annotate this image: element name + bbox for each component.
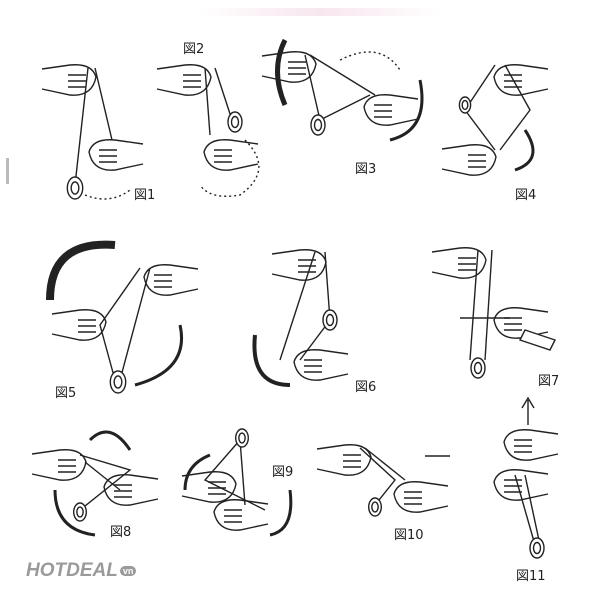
string-line [84,461,121,491]
motion-arrow [134,324,183,387]
hand-icon [271,249,327,281]
yoyo-icon [227,111,243,133]
motion-arrow [53,489,96,537]
motion-arrow [275,38,288,106]
yoyo-icon [458,96,472,114]
string-line [204,67,211,136]
yoyo-hub [532,541,542,555]
hand-icon [441,144,497,176]
string-line [279,251,316,361]
yoyo-icon [470,357,486,379]
motion-arrow [389,79,424,142]
string-line [469,249,479,361]
yoyo-hub [325,313,335,327]
hand-icon [493,64,549,96]
motion-arrow [46,240,116,301]
motion-arrow [88,430,132,451]
yoyo-hub [461,99,469,111]
yoyo-hub [70,181,80,195]
top-decoration [200,8,440,16]
path-trail [339,51,401,71]
yoyo-icon [109,370,127,394]
hand-icon [51,309,107,341]
hand-icon [143,264,199,296]
motion-arrow [183,453,211,491]
string-line [74,67,89,186]
yoyo-icon [322,309,338,331]
figure-label-6: 図6 [355,380,377,395]
hand-icon [363,94,419,126]
string-line [499,64,531,151]
figure-label-8: 図8 [110,525,132,540]
string-line [309,54,376,96]
string-line [319,94,371,121]
yoyo-icon [310,114,326,136]
string-line [364,447,406,481]
edge-mark [6,158,9,184]
figure-label-7: 図7 [538,374,560,389]
hand-icon [88,139,144,171]
hand-icon [293,349,349,381]
yoyo-icon [234,428,249,448]
path-trail [84,189,131,200]
yoyo-icon [368,497,383,517]
yoyo-hub [238,432,246,444]
yoyo-hub [230,115,240,129]
yoyo-hub [371,501,379,513]
figure-label-4: 図4 [515,188,537,203]
string-line [524,474,541,546]
figure-label-1: 図1 [134,188,156,203]
watermark-suffix: vn [119,565,137,576]
hand-icon [31,449,87,481]
yoyo-hub [473,361,483,375]
yoyo-hub [76,506,84,518]
hand-icon [503,429,559,461]
hand-icon [103,474,159,506]
yoyo-icon [66,176,84,200]
string-line [99,267,141,381]
string-line [239,439,246,506]
arrow-up-icon [521,396,535,425]
figure-label-10: 図10 [394,528,424,543]
figure-label-3: 図3 [355,162,377,177]
yoyo-hub [113,375,123,389]
figure-label-5: 図5 [55,386,77,401]
figure-label-2: 図2 [183,42,205,57]
yoyo-icon [72,502,87,522]
hand-icon [156,64,212,96]
hand-icon [493,307,549,339]
string-line [359,447,396,506]
figure-label-11: 図11 [516,569,546,584]
figure-label-9: 図9 [272,465,294,480]
hand-icon [316,444,372,476]
yoyo-icon [529,537,545,559]
motion-arrow [269,489,293,537]
arrow-right-icon [519,329,556,351]
string-line [304,54,321,121]
string-line [79,454,132,511]
string-line [514,474,536,546]
string-line [119,267,151,381]
string-line [214,67,233,121]
string-line [484,249,493,361]
motion-arrow [252,334,291,387]
hand-icon [213,499,269,531]
hand-icon [393,481,449,513]
motion-arrow [514,129,535,172]
yoyo-hub [313,118,323,132]
string-line [94,67,113,141]
watermark-brand: HOTDEAL [26,560,118,581]
path-trail [199,139,260,197]
